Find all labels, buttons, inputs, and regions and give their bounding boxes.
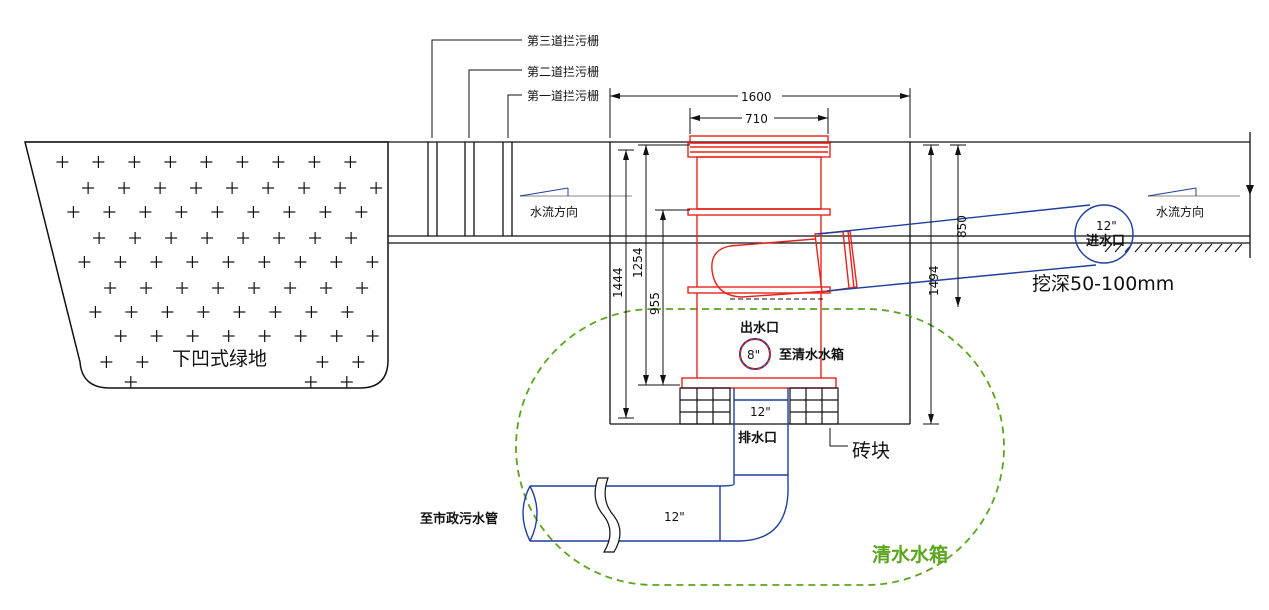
clean-water-tank <box>515 308 1005 586</box>
dimension-arrows <box>610 93 1254 424</box>
bricks-right <box>789 387 839 425</box>
bricks-left <box>679 387 731 425</box>
dim-1494: 1494 <box>927 265 941 296</box>
green-land-label: 下凹式绿地 <box>172 348 267 370</box>
to-sewer-label: 至市政污水管 <box>420 511 498 527</box>
flow-arrow-left <box>519 187 569 197</box>
dim-710: 710 <box>745 112 768 126</box>
dim-1254: 1254 <box>631 247 645 278</box>
dim-1600: 1600 <box>741 90 772 104</box>
grate3-label: 第三道拦污栅 <box>527 33 599 48</box>
drain-size: 12" <box>750 405 771 419</box>
dim-955: 955 <box>648 292 662 315</box>
flow-right-label: 水流方向 <box>1156 204 1204 219</box>
inlet-size: 12" <box>1096 219 1117 233</box>
flow-arrow-right <box>1147 187 1197 197</box>
inlet-pipe <box>817 204 1097 292</box>
outlet-label: 出水口 <box>740 320 779 336</box>
to-clean-tank-label: 至清水水箱 <box>779 347 844 363</box>
dimension-lines <box>609 88 966 425</box>
excavation-pit <box>609 142 911 425</box>
grate-leaders <box>431 39 522 138</box>
dim-1444: 1444 <box>611 267 625 298</box>
trash-grates <box>427 142 513 236</box>
d710-bg <box>742 110 774 126</box>
flow-left-label: 水流方向 <box>530 204 578 219</box>
brick-label: 砖块 <box>852 440 890 462</box>
ground-hatch <box>1104 243 1243 253</box>
filter-device <box>681 135 837 389</box>
inlet-circle <box>1074 204 1134 264</box>
sunken-green-land <box>24 141 389 389</box>
ground-lines <box>25 132 1251 258</box>
excavation-label: 挖深50-100mm <box>1032 273 1174 295</box>
outlet-circle-red <box>739 338 771 370</box>
drain-pipe <box>522 388 789 542</box>
grate1-label: 第一道拦污栅 <box>527 88 599 103</box>
brick-leader <box>829 428 848 447</box>
sewer-size: 12" <box>664 510 685 524</box>
dim-850: 850 <box>955 215 969 238</box>
drain-label: 排水口 <box>738 430 777 446</box>
grate2-label: 第二道拦污栅 <box>527 64 599 79</box>
plus-grid <box>56 156 383 388</box>
clean-tank-label: 清水水箱 <box>872 543 948 566</box>
pipe-break <box>594 477 621 553</box>
inlet-label: 进水口 <box>1086 233 1125 249</box>
outlet-size: 8" <box>747 348 760 362</box>
d1600-bg <box>738 88 782 104</box>
